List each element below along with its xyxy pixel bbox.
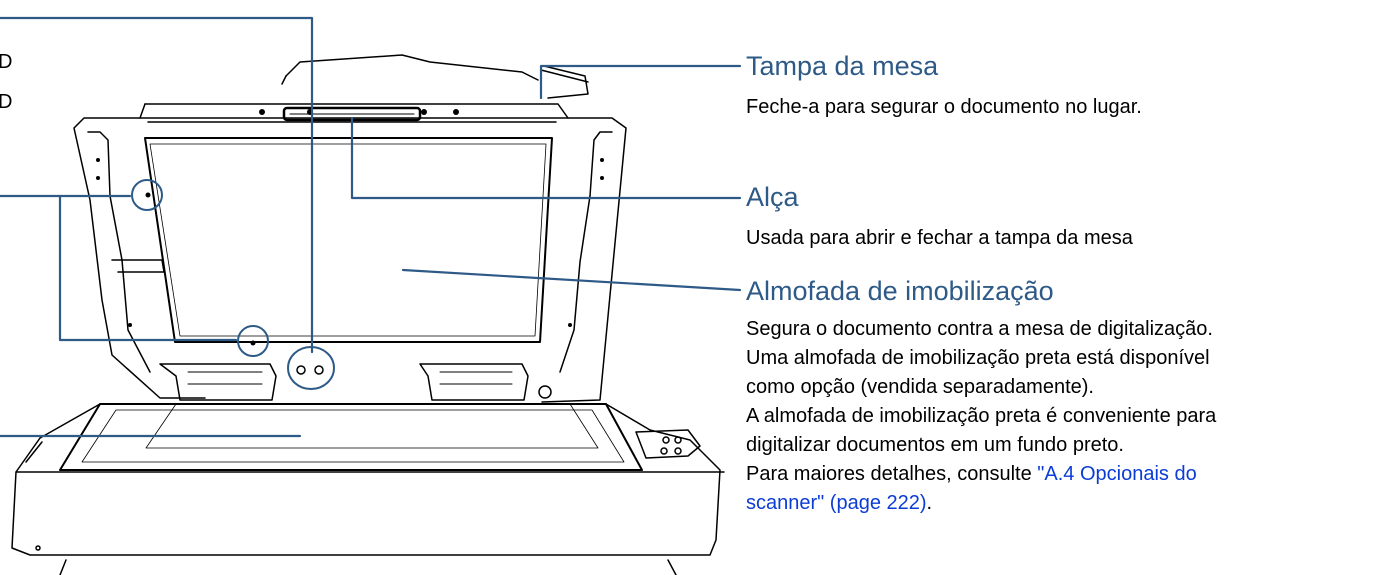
pad-details-line: Para maiores detalhes, consulte "A.4 Opc… — [746, 460, 1216, 489]
details-prefix: Para maiores detalhes, consulte — [746, 463, 1038, 485]
handle-description: Usada para abrir e fechar a tampa da mes… — [746, 227, 1133, 249]
options-link-part2[interactable]: scanner" (page 222) — [746, 492, 927, 514]
document-cover-description: Feche-a para segurar o documento no luga… — [746, 96, 1142, 118]
hinges — [159, 363, 529, 401]
left-fragment-2: D — [0, 91, 13, 113]
pad-area — [144, 137, 553, 343]
pad-line-5: digitalizar documentos em um fundo preto… — [746, 434, 1124, 456]
adf-unit — [281, 54, 589, 99]
flatbed-glass — [59, 403, 643, 471]
pad-line-3: como opção (vendida separadamente). — [746, 376, 1094, 398]
pad-description: Segura o documento contra a mesa de digi… — [746, 315, 1216, 518]
pad-details-line-2: scanner" (page 222). — [746, 489, 1216, 518]
left-fragment-1: D — [0, 51, 13, 73]
pad-line-1: Segura o documento contra a mesa de digi… — [746, 318, 1213, 340]
pad-line-2: Uma almofada de imobilização preta está … — [746, 347, 1210, 369]
pad-line-4: A almofada de imobilização preta é conve… — [746, 405, 1217, 427]
pad-heading: Almofada de imobilização — [746, 276, 1054, 306]
scanner-base — [11, 403, 725, 575]
details-suffix: . — [926, 492, 933, 514]
leader-lines — [0, 16, 742, 438]
screws — [96, 109, 604, 346]
options-link-part1[interactable]: "A.4 Opcionais do — [1037, 463, 1197, 485]
document-cover-heading: Tampa da mesa — [746, 51, 939, 81]
handle-heading: Alça — [746, 182, 799, 212]
document-cover-lid — [73, 103, 627, 403]
